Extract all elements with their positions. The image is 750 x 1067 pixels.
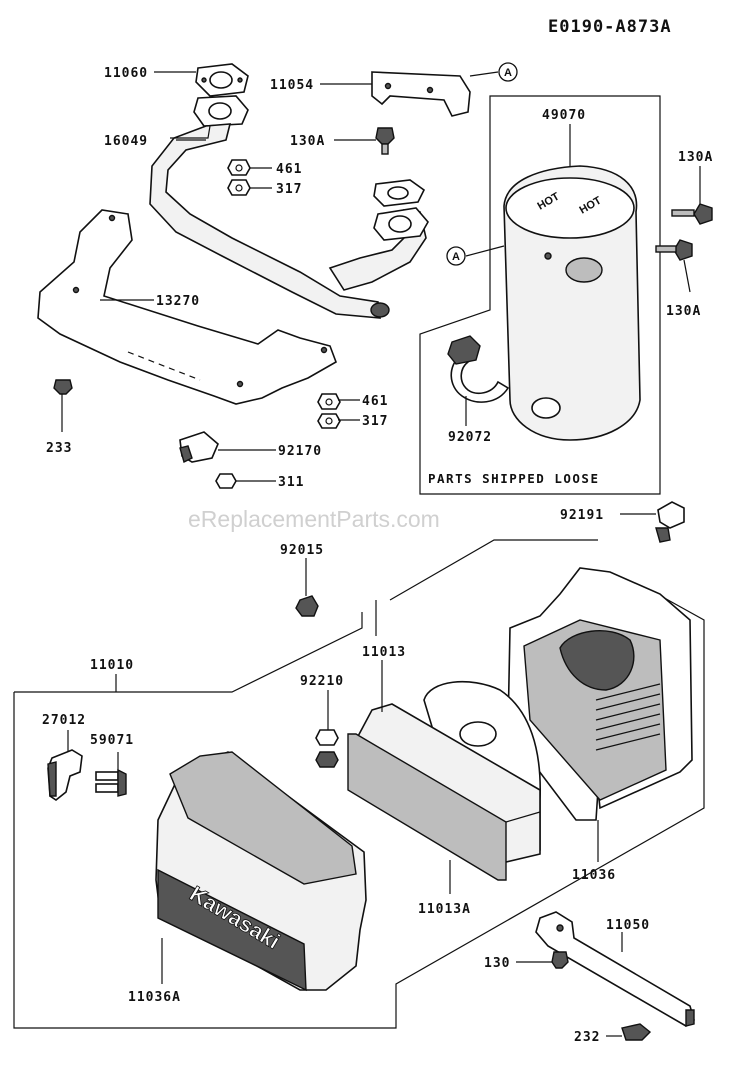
label-92210: 92210 bbox=[300, 674, 344, 689]
parts-shipped-loose-box: PARTS SHIPPED LOOSE bbox=[419, 95, 661, 495]
label-27012: 27012 bbox=[42, 713, 86, 728]
label-311: 311 bbox=[278, 475, 304, 490]
leader-lines bbox=[61, 71, 701, 1037]
label-16049: 16049 bbox=[104, 134, 148, 149]
bolt-130A-right-bottom bbox=[655, 239, 693, 261]
bolt-233 bbox=[53, 379, 73, 395]
nut-317-bottom bbox=[317, 413, 341, 429]
screw-59071 bbox=[95, 768, 127, 797]
label-317-top: 317 bbox=[276, 182, 302, 197]
exhaust-pipe-16049 bbox=[149, 95, 429, 319]
nut-92015 bbox=[295, 595, 319, 617]
clamp-92072 bbox=[447, 335, 510, 403]
ref-marker-a-top-label: A bbox=[504, 67, 512, 79]
assembly-box-11010 bbox=[13, 539, 705, 1029]
parts-shipped-loose-note: PARTS SHIPPED LOOSE bbox=[428, 471, 600, 486]
label-11060: 11060 bbox=[104, 66, 148, 81]
bolt-130A-right-top bbox=[671, 203, 713, 225]
muffler-cover-13270 bbox=[37, 209, 337, 405]
bolt-130A-top bbox=[375, 127, 395, 155]
part-labels: 11060 11054 16049 130A 461 317 49070 130… bbox=[42, 66, 713, 1045]
label-11036A: 11036A bbox=[128, 990, 181, 1005]
bracket-11050 bbox=[535, 911, 695, 1027]
bolt-232 bbox=[621, 1023, 652, 1041]
label-11054: 11054 bbox=[270, 78, 314, 93]
label-130: 130 bbox=[484, 956, 510, 971]
nut-461-top bbox=[227, 159, 251, 176]
muffler-49070: HOT HOT bbox=[503, 165, 641, 441]
label-233: 233 bbox=[46, 441, 72, 456]
label-11013A: 11013A bbox=[418, 902, 471, 917]
label-11013: 11013 bbox=[362, 645, 406, 660]
ref-marker-a-top: A bbox=[498, 62, 518, 82]
label-92072: 92072 bbox=[448, 430, 492, 445]
label-11010: 11010 bbox=[90, 658, 134, 673]
element-11013A bbox=[347, 703, 541, 881]
bolt-92191 bbox=[655, 501, 685, 543]
watermark: eReplacementParts.com bbox=[188, 506, 440, 532]
label-92015: 92015 bbox=[280, 543, 324, 558]
ref-marker-a-bottom: A bbox=[446, 246, 466, 266]
gasket-11060 bbox=[195, 63, 249, 97]
label-11036: 11036 bbox=[572, 868, 616, 883]
ref-marker-a-bottom-label: A bbox=[452, 251, 460, 263]
label-59071: 59071 bbox=[90, 733, 134, 748]
clamp-92170 bbox=[179, 431, 219, 464]
nut-311 bbox=[215, 473, 237, 489]
label-232: 232 bbox=[574, 1030, 600, 1045]
label-49070: 49070 bbox=[542, 108, 586, 123]
nut-461-bottom bbox=[317, 393, 341, 410]
label-317-bottom: 317 bbox=[362, 414, 388, 429]
label-92191: 92191 bbox=[560, 508, 604, 523]
bolt-130 bbox=[551, 951, 569, 969]
label-130A-right-bottom: 130A bbox=[666, 304, 701, 319]
label-11050: 11050 bbox=[606, 918, 650, 933]
label-461-top: 461 bbox=[276, 162, 302, 177]
label-461-bottom: 461 bbox=[362, 394, 388, 409]
label-130A-top: 130A bbox=[290, 134, 325, 149]
nut-92210 bbox=[315, 729, 339, 768]
label-92170: 92170 bbox=[278, 444, 322, 459]
label-130A-right-top: 130A bbox=[678, 150, 713, 165]
label-13270: 13270 bbox=[156, 294, 200, 309]
clip-27012 bbox=[47, 749, 83, 801]
nut-317-top bbox=[227, 179, 251, 196]
diagram-code: E0190-A873A bbox=[548, 17, 672, 37]
cover-11036A: Kawasaki bbox=[155, 751, 367, 992]
air-cleaner-base-11036 bbox=[507, 567, 693, 821]
bracket-11054 bbox=[371, 71, 471, 117]
